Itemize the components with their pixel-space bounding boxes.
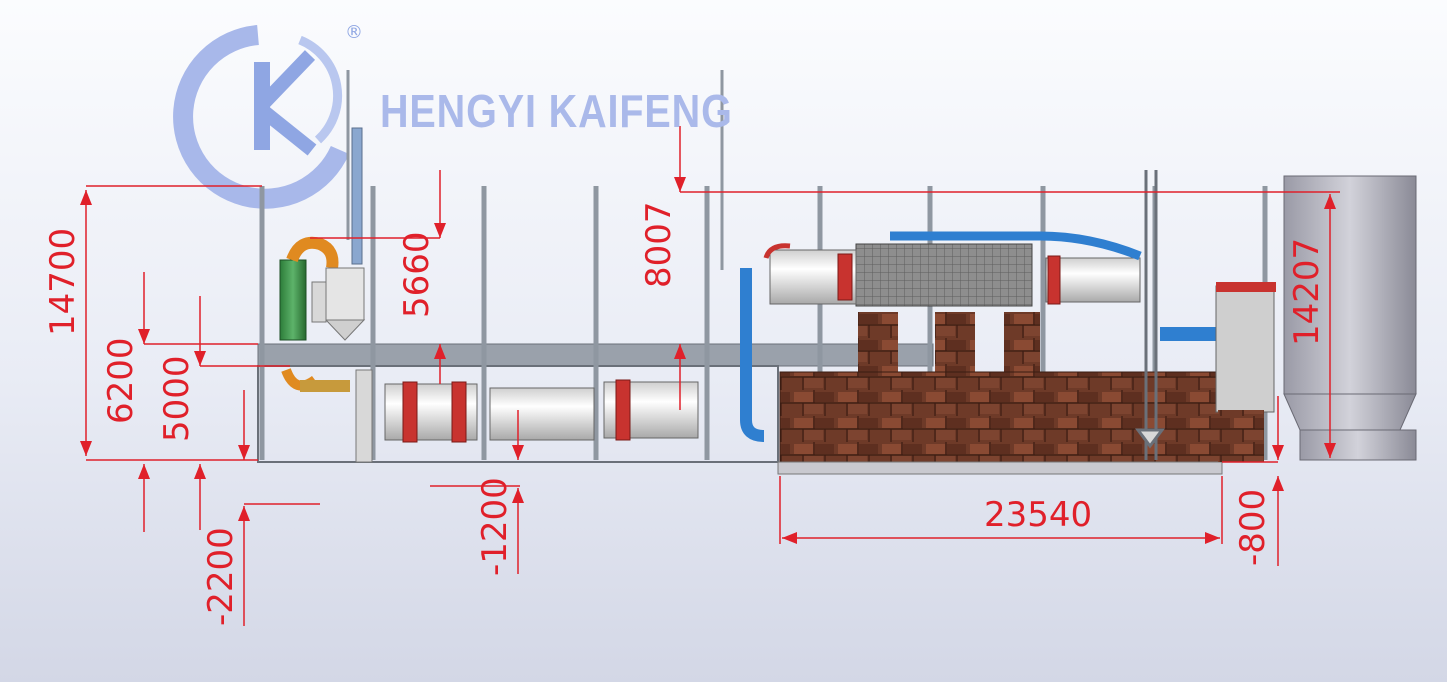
brand-name: HENGYI KAIFENG <box>380 85 733 137</box>
silo <box>1283 175 1417 461</box>
dim-overall-height-left: 14700 <box>43 228 83 336</box>
dim-furnace-length: 23540 <box>984 495 1092 535</box>
dimension-labels: 14700 6200 5000 5660 8007 -2200 -1200 23… <box>43 201 1327 626</box>
dimension-lines <box>80 126 1340 626</box>
dim-dryer-level: 5000 <box>157 355 197 442</box>
furnace-grade-line <box>777 461 1223 475</box>
brand-logo <box>173 25 350 209</box>
registered-mark: ® <box>345 22 363 43</box>
dim-floor-offset-left: -2200 <box>201 527 241 626</box>
dim-chimney-offset: 8007 <box>639 201 679 288</box>
dust-collector <box>279 236 366 341</box>
rotary-dryers <box>281 368 699 463</box>
dim-cyclone-offset: 5660 <box>397 231 437 318</box>
dim-floor-offset-mid: -1200 <box>475 477 515 576</box>
dim-overall-height-right: 14207 <box>1287 238 1327 346</box>
dim-furnace-pit: -800 <box>1233 489 1273 566</box>
furnace-section <box>740 231 1250 442</box>
hot-air-furnace <box>1215 282 1276 462</box>
chimney <box>351 127 363 265</box>
dim-platform-height: 6200 <box>101 337 141 424</box>
bucket-elevator <box>1135 170 1165 460</box>
brick-furnace <box>779 371 1221 465</box>
